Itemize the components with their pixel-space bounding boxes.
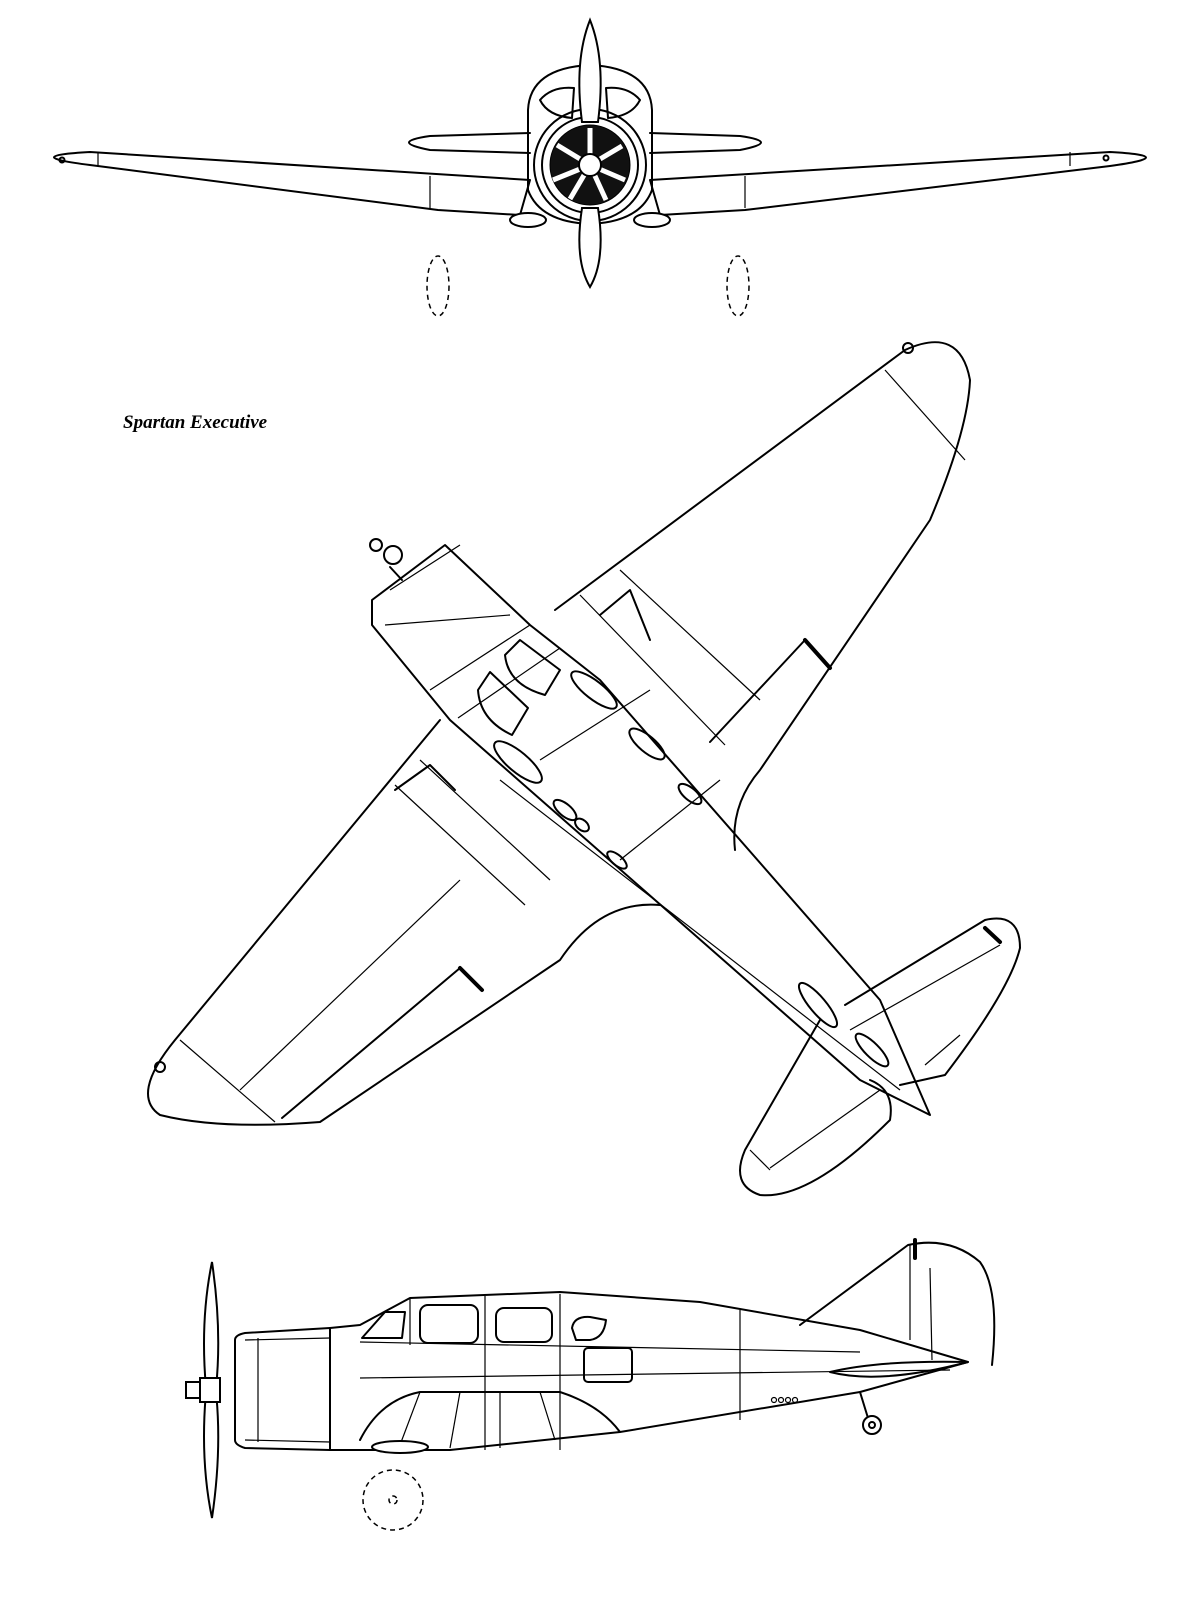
front-view xyxy=(53,17,1147,317)
side-view xyxy=(185,1238,996,1531)
top-view xyxy=(147,341,1021,1197)
drawing-title: Spartan Executive xyxy=(123,412,268,433)
